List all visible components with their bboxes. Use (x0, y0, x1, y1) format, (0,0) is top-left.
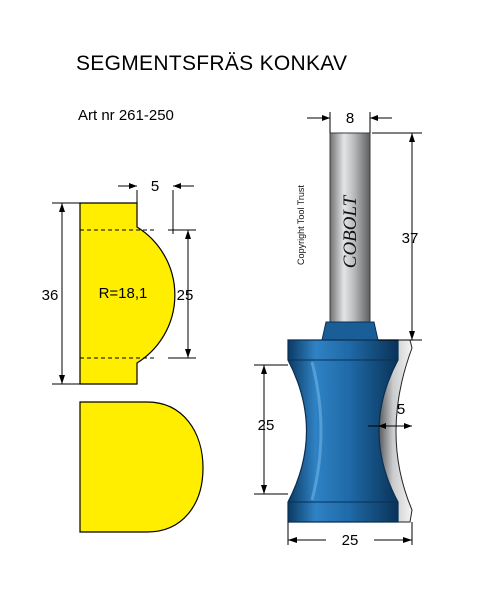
cutter-copyright: Copyright Tool Trust (296, 185, 306, 265)
cutter-cut-height-label: 25 (258, 417, 275, 434)
cutter-dimensions: 8 37 25 5 25 (254, 110, 422, 549)
article-number: Art nr 261-250 (78, 107, 174, 124)
profile-dimensions: 5 36 25 R=18,1 (42, 178, 196, 385)
cutter-drawing: COBOLT Copyright Tool Trust (287, 132, 413, 523)
cutter-shank (329, 132, 371, 338)
cutter-diameter-label: 25 (342, 532, 359, 549)
profile-height-label: 36 (42, 287, 59, 304)
cutter-depth-label: 5 (397, 401, 405, 418)
cutter-shank-diameter-label: 8 (346, 110, 354, 127)
profile-upper-shape (79, 202, 176, 385)
cutter-shank-length-label: 37 (402, 230, 419, 247)
cutter-collar (321, 321, 379, 341)
profile-drawing (79, 202, 204, 533)
profile-lower-shape (79, 401, 204, 533)
profile-radius-label: R=18,1 (99, 285, 148, 302)
profile-depth-label: 5 (151, 178, 159, 195)
cutter-body (287, 339, 399, 523)
profile-arc-height-label: 25 (177, 287, 194, 304)
cutter-brand: COBOLT (340, 194, 361, 268)
page-title: SEGMENTSFRÄS KONKAV (76, 52, 348, 75)
